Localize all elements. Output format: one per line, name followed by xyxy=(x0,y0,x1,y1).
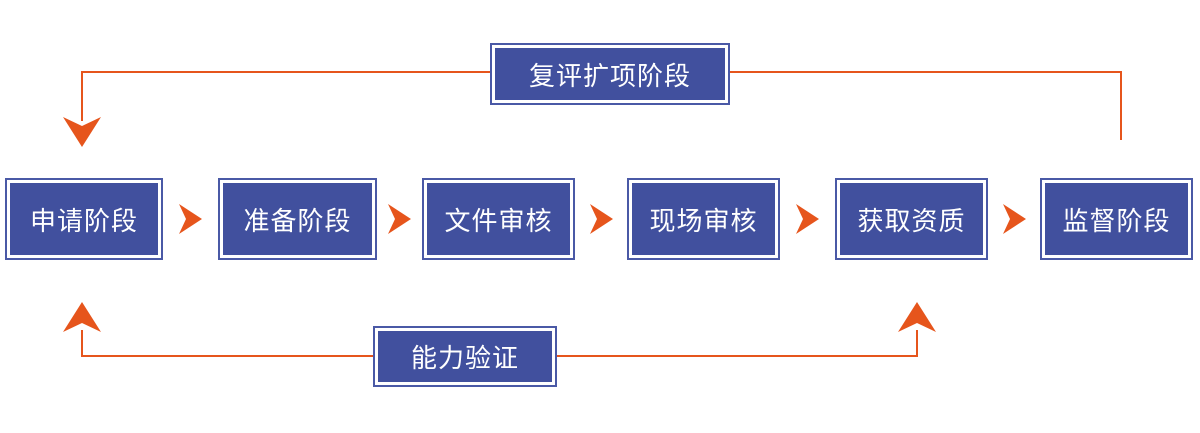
arrow-right-icon xyxy=(388,204,411,234)
arrow-up-icon xyxy=(63,302,101,332)
flow-step-label: 获取资质 xyxy=(840,183,983,255)
flow-step-application: 申请阶段 xyxy=(5,178,163,260)
bottom-loop-right-vertical-line xyxy=(916,330,918,357)
top-loop-right-vertical-line xyxy=(1120,71,1122,140)
flow-step-document-review: 文件审核 xyxy=(422,178,575,260)
flow-step-label: 现场审核 xyxy=(632,183,775,255)
arrow-right-icon xyxy=(1003,204,1026,234)
arrow-up-icon xyxy=(898,302,936,332)
top-loop-label: 复评扩项阶段 xyxy=(495,48,725,100)
bottom-loop-label: 能力验证 xyxy=(378,331,552,382)
flow-step-label: 监督阶段 xyxy=(1045,183,1188,255)
top-loop-label-box: 复评扩项阶段 xyxy=(490,43,730,105)
flow-step-label: 准备阶段 xyxy=(223,183,372,255)
flow-step-label: 文件审核 xyxy=(427,183,570,255)
arrow-right-icon xyxy=(179,204,202,234)
flow-step-obtain-qualification: 获取资质 xyxy=(835,178,988,260)
arrow-down-icon xyxy=(63,117,101,147)
flow-step-preparation: 准备阶段 xyxy=(218,178,377,260)
flow-step-supervision: 监督阶段 xyxy=(1040,178,1193,260)
top-loop-left-vertical-line xyxy=(81,71,83,121)
flow-step-onsite-review: 现场审核 xyxy=(627,178,780,260)
bottom-loop-label-box: 能力验证 xyxy=(373,326,557,387)
arrow-right-icon xyxy=(590,204,613,234)
arrow-right-icon xyxy=(796,204,819,234)
bottom-loop-left-vertical-line xyxy=(81,330,83,357)
flow-step-label: 申请阶段 xyxy=(10,183,158,255)
